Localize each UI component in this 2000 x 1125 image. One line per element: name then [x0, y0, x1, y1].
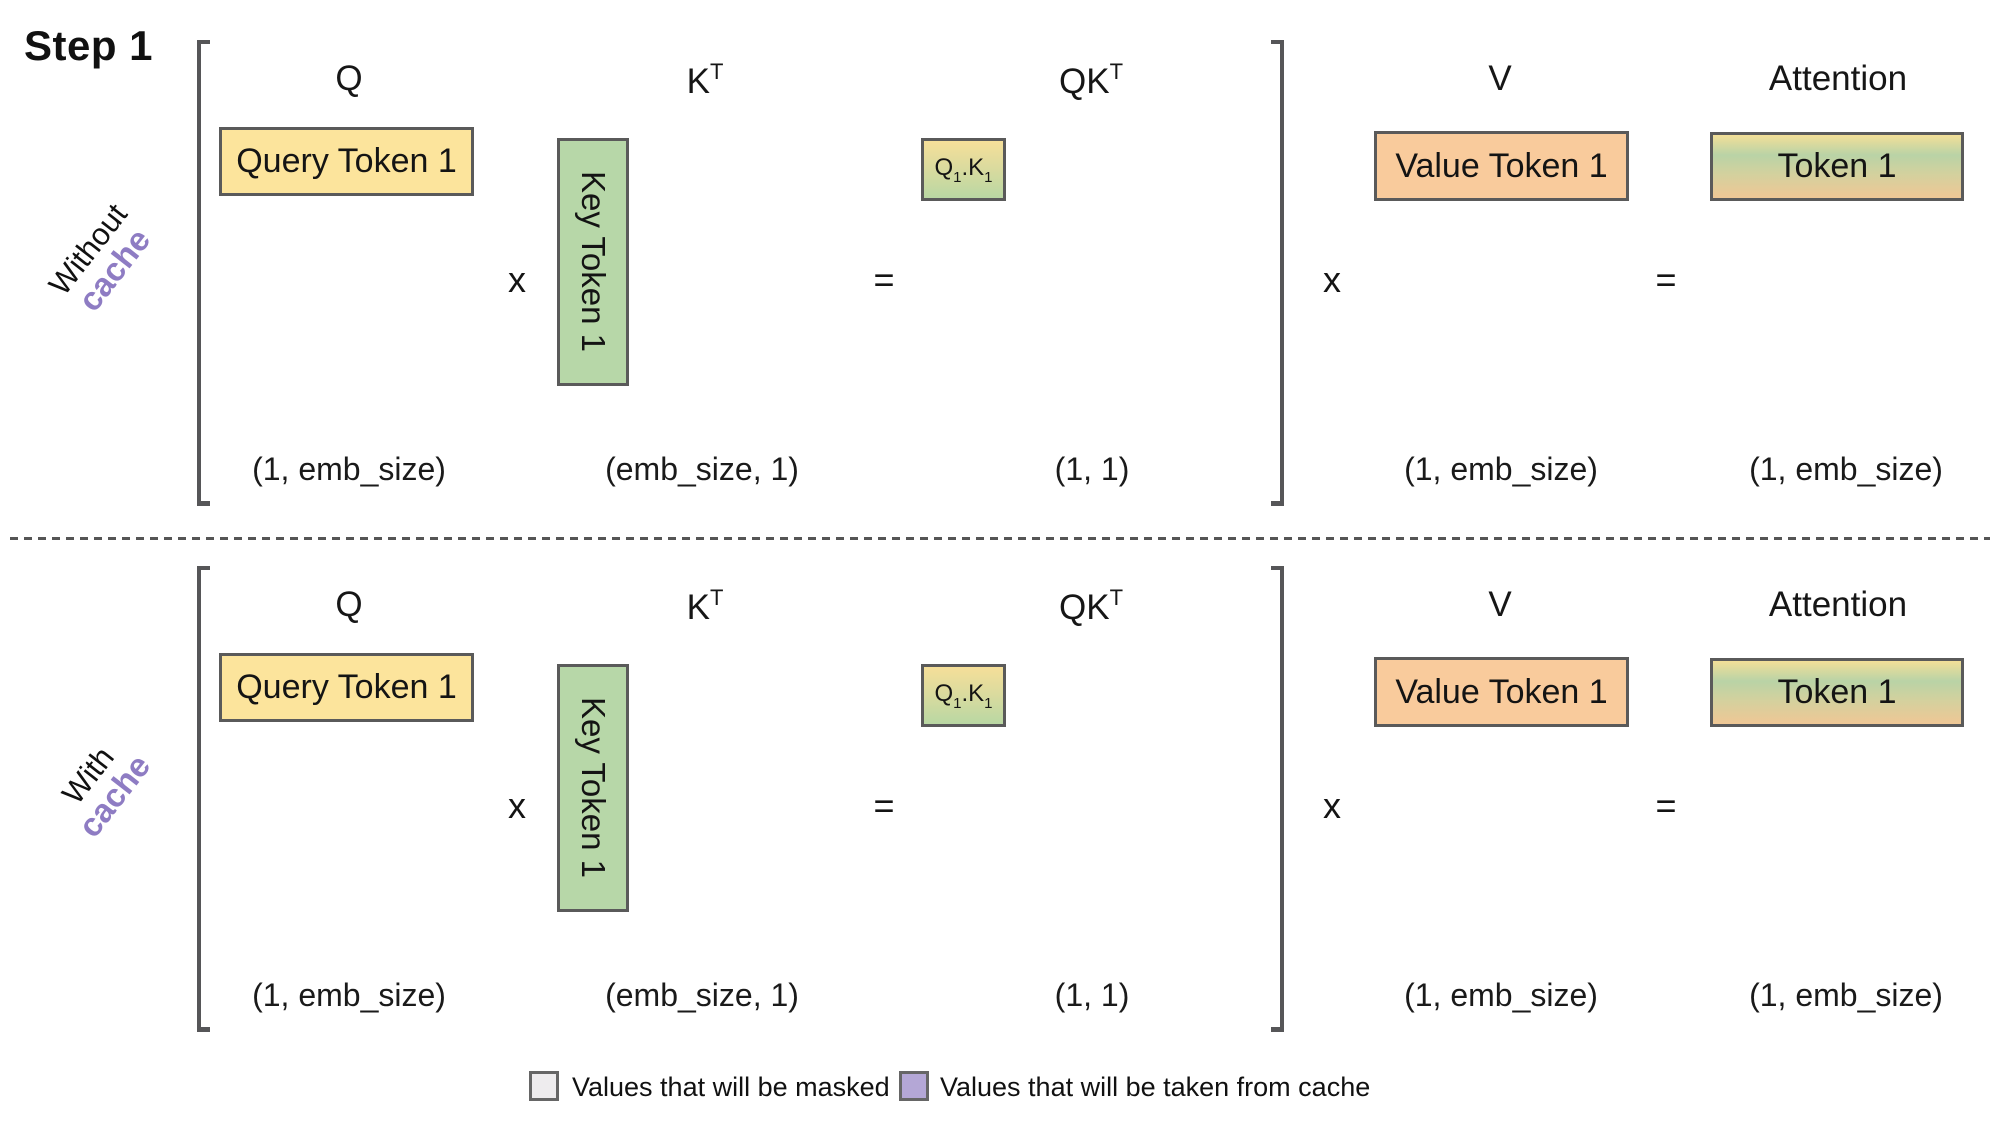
legend-masked-label: Values that will be masked [572, 1072, 890, 1102]
row-label-with-cache: With cache [20, 695, 183, 878]
qk-product-label: Q1.K1 [934, 679, 993, 712]
multiply-operator-2: x [1323, 259, 1341, 300]
header-kt: KT [555, 585, 855, 631]
open-bracket [197, 40, 210, 506]
section-without-cache: Without cache Q KT QKT V Attention Query… [0, 35, 2000, 507]
header-v: V [1350, 59, 1650, 105]
header-attention-text: Attention [1768, 585, 1908, 624]
dim-qk: (1, 1) [1054, 451, 1130, 487]
key-token-label: Key Token 1 [575, 697, 612, 879]
header-attention: Attention [1688, 585, 1988, 631]
header-k-base: K [686, 62, 710, 101]
header-qkt: QKT [941, 585, 1241, 631]
qk-product-box: Q1.K1 [921, 138, 1006, 201]
close-bracket [1271, 40, 1284, 506]
header-q: Q [199, 585, 499, 631]
equals-operator-2: = [1655, 259, 1677, 300]
value-token-label: Value Token 1 [1395, 146, 1608, 185]
dim-query: (1, emb_size) [252, 977, 446, 1013]
equals-operator-1: = [873, 259, 895, 300]
page-title: Step 1 [24, 22, 154, 69]
dim-key: (emb_size, 1) [605, 977, 799, 1013]
header-q-text: Q [335, 59, 363, 98]
close-bracket [1271, 566, 1284, 1032]
header-attention-text: Attention [1768, 59, 1908, 98]
header-qk-sup: T [1109, 585, 1124, 610]
attention-token-label: Token 1 [1777, 147, 1897, 185]
header-attention: Attention [1688, 59, 1988, 105]
header-qk-base: QK [1058, 588, 1110, 627]
section-with-cache: With cache Q KT QKT V Attention Query To… [0, 561, 2000, 1033]
header-qk-base: QK [1058, 62, 1110, 101]
query-token-box: Query Token 1 [219, 127, 474, 196]
equals-operator-1: = [873, 785, 895, 826]
dim-attention: (1, emb_size) [1749, 451, 1943, 487]
header-v-text: V [1488, 59, 1512, 98]
header-k-base: K [686, 588, 710, 627]
header-q-text: Q [335, 585, 363, 624]
header-k-sup: T [709, 59, 724, 84]
multiply-operator-2: x [1323, 785, 1341, 826]
dim-value: (1, emb_size) [1404, 977, 1598, 1013]
attention-token-box: Token 1 [1710, 132, 1964, 201]
open-bracket [197, 566, 210, 1032]
multiply-operator-1: x [508, 785, 526, 826]
value-token-box: Value Token 1 [1374, 657, 1629, 727]
header-kt: KT [555, 59, 855, 105]
query-token-box: Query Token 1 [219, 653, 474, 722]
header-qkt: QKT [941, 59, 1241, 105]
dashed-divider [10, 537, 1990, 540]
dim-value: (1, emb_size) [1404, 451, 1598, 487]
legend-cache-label: Values that will be taken from cache [940, 1072, 1371, 1102]
value-token-box: Value Token 1 [1374, 131, 1629, 201]
header-v: V [1350, 585, 1650, 631]
attention-token-label: Token 1 [1777, 673, 1897, 711]
legend-cache-swatch [899, 1071, 929, 1101]
key-token-box: Key Token 1 [557, 664, 629, 912]
query-token-label: Query Token 1 [236, 142, 457, 180]
header-qk-sup: T [1109, 59, 1124, 84]
header-q: Q [199, 59, 499, 105]
legend-masked-swatch [529, 1071, 559, 1101]
query-token-label: Query Token 1 [236, 668, 457, 706]
value-token-label: Value Token 1 [1395, 672, 1608, 711]
attention-token-box: Token 1 [1710, 658, 1964, 727]
qk-product-box: Q1.K1 [921, 664, 1006, 727]
dim-key: (emb_size, 1) [605, 451, 799, 487]
qk-product-label: Q1.K1 [934, 153, 993, 186]
dim-qk: (1, 1) [1054, 977, 1130, 1013]
key-token-box: Key Token 1 [557, 138, 629, 386]
equals-operator-2: = [1655, 785, 1677, 826]
row-label-without-cache: Without cache [20, 169, 183, 352]
header-k-sup: T [709, 585, 724, 610]
dim-attention: (1, emb_size) [1749, 977, 1943, 1013]
multiply-operator-1: x [508, 259, 526, 300]
dim-query: (1, emb_size) [252, 451, 446, 487]
key-token-label: Key Token 1 [575, 171, 612, 353]
header-v-text: V [1488, 585, 1512, 624]
